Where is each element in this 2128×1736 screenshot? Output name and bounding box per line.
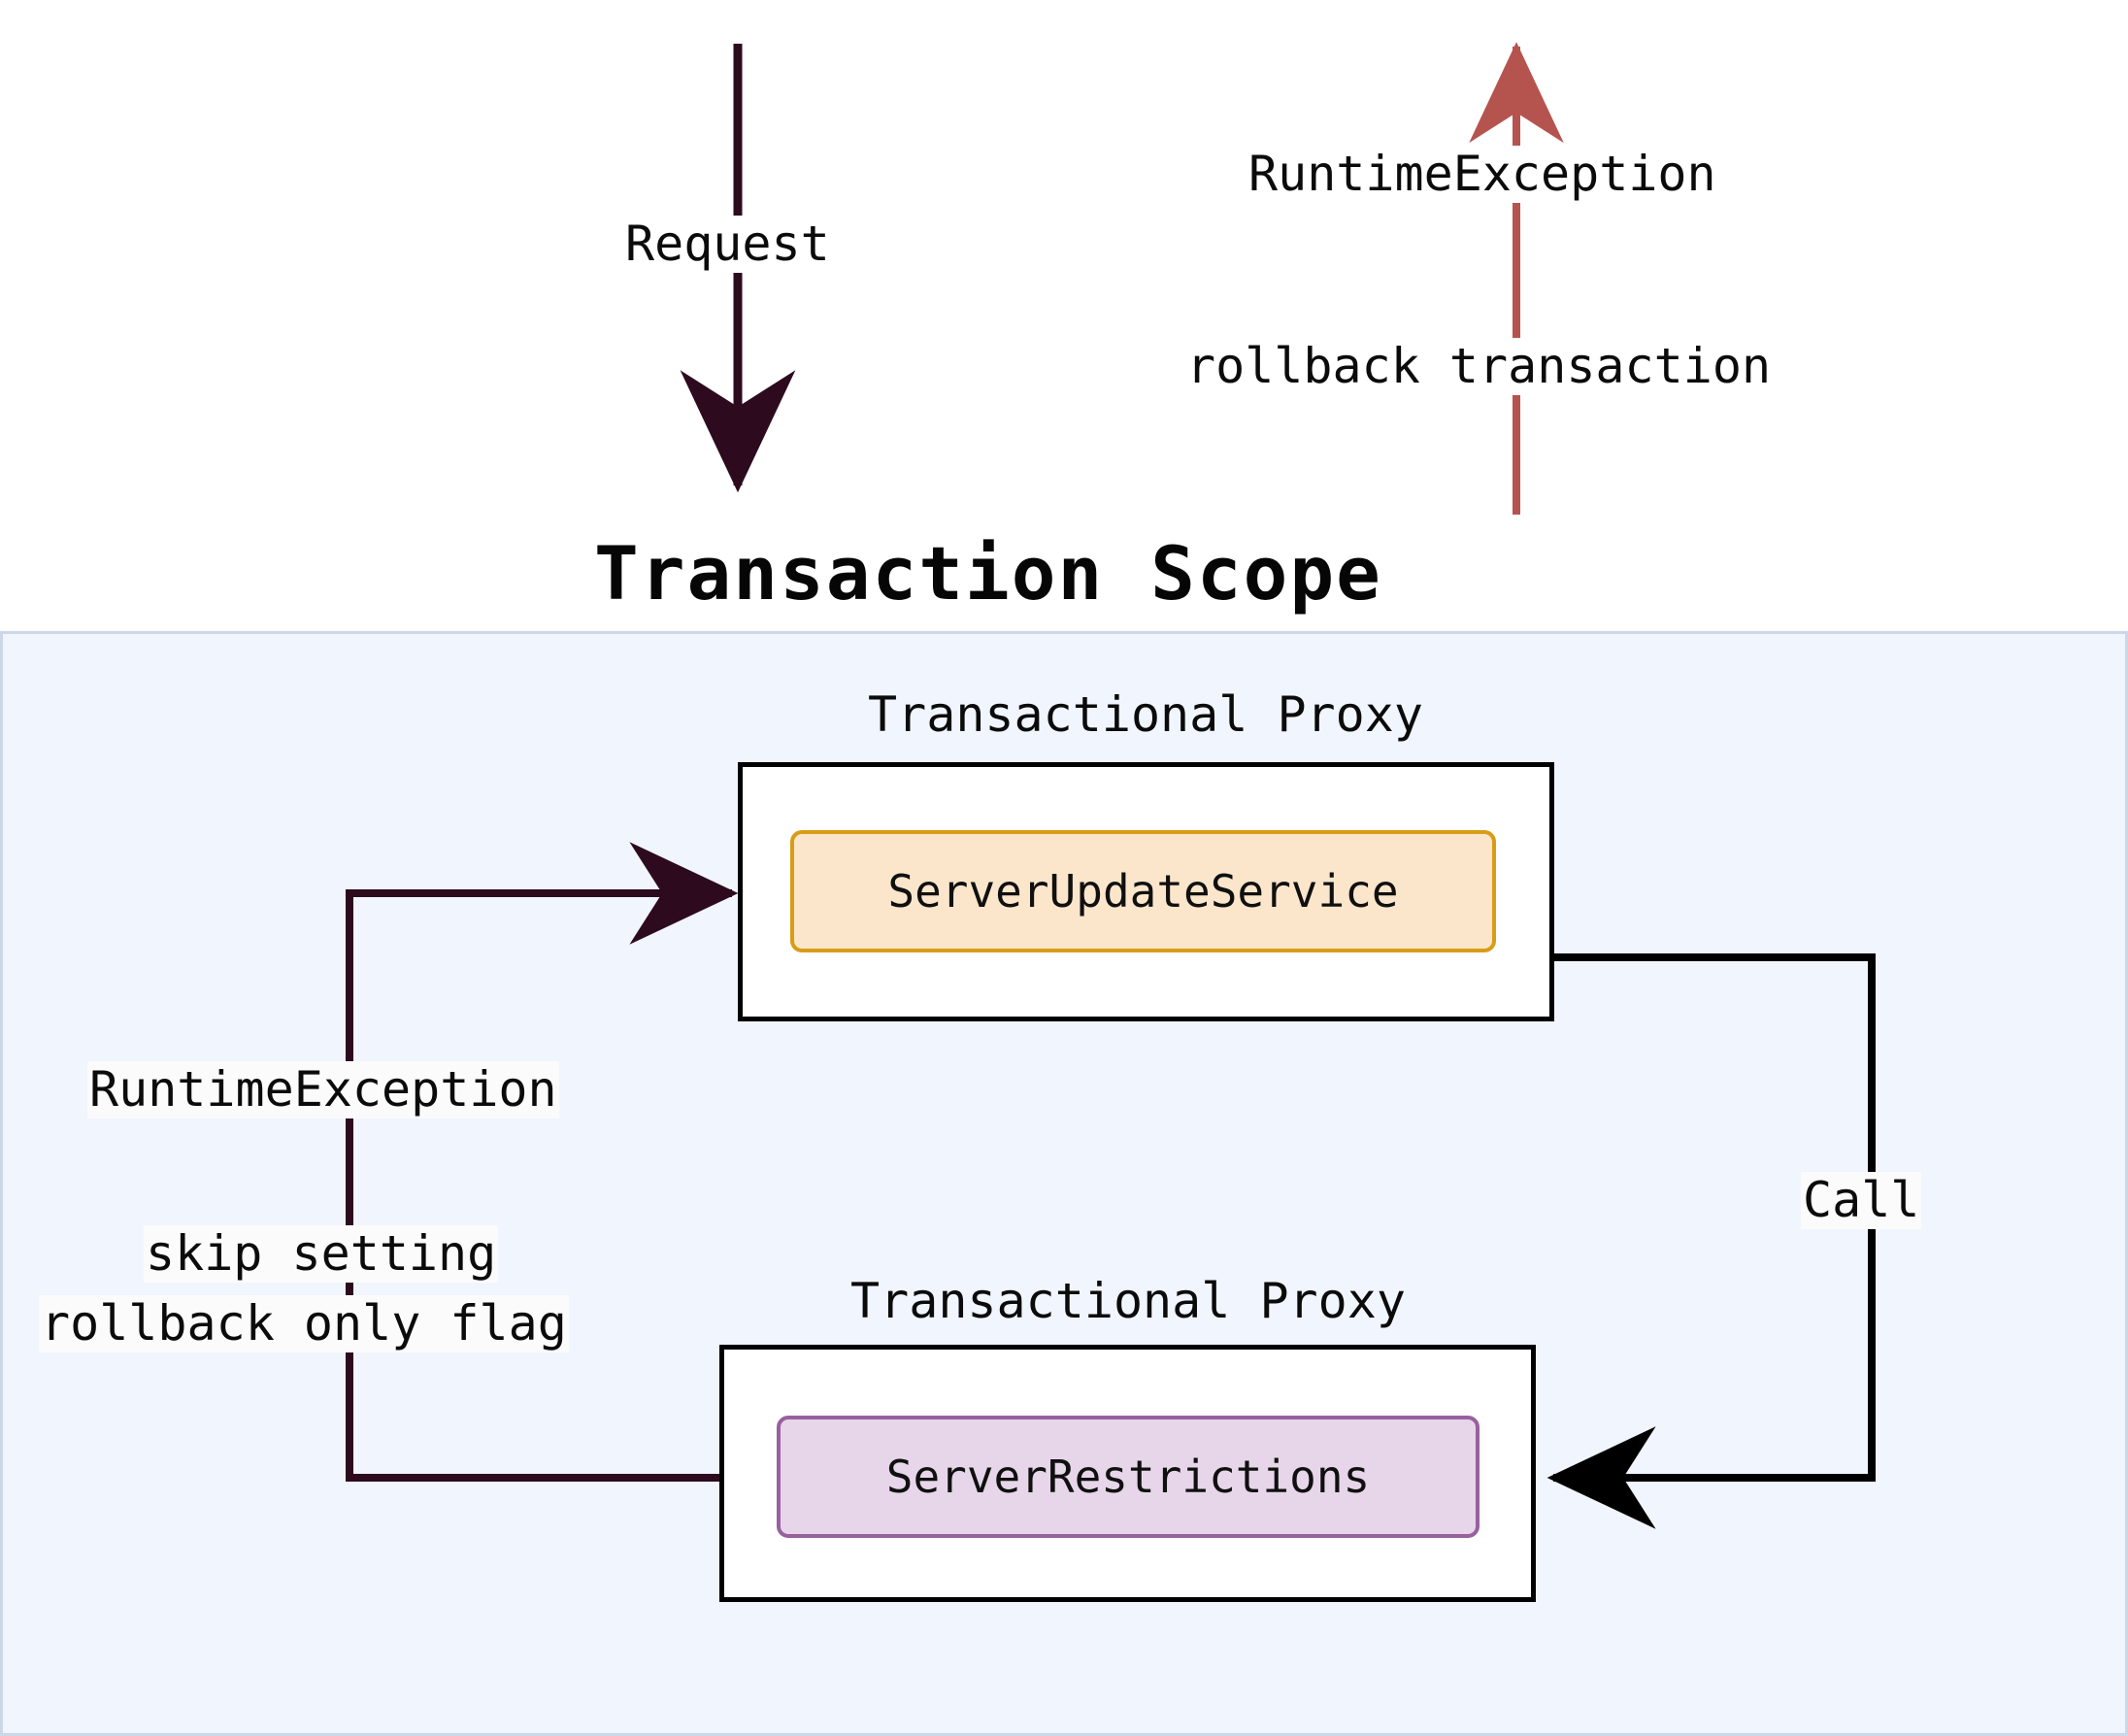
transaction-scope-title: Transaction Scope — [594, 530, 1382, 617]
proxy-2-title: Transactional Proxy — [850, 1273, 1406, 1329]
node-server-restrictions[interactable]: ServerRestrictions — [777, 1416, 1480, 1538]
proxy-1-title: Transactional Proxy — [868, 686, 1423, 743]
call-edge-label: Call — [1801, 1172, 1922, 1229]
runtime-exception-top-label: RuntimeException — [1243, 146, 1722, 203]
rollback-transaction-label: rollback transaction — [1180, 338, 1778, 395]
node-server-update-service[interactable]: ServerUpdateService — [790, 830, 1496, 952]
exception-edge-label-2-line-2: rollback only flag — [39, 1295, 569, 1352]
exception-edge-label-2-line-1: skip setting — [144, 1225, 499, 1283]
exception-edge-label-1: RuntimeException — [87, 1061, 559, 1118]
request-label: Request — [619, 216, 836, 273]
